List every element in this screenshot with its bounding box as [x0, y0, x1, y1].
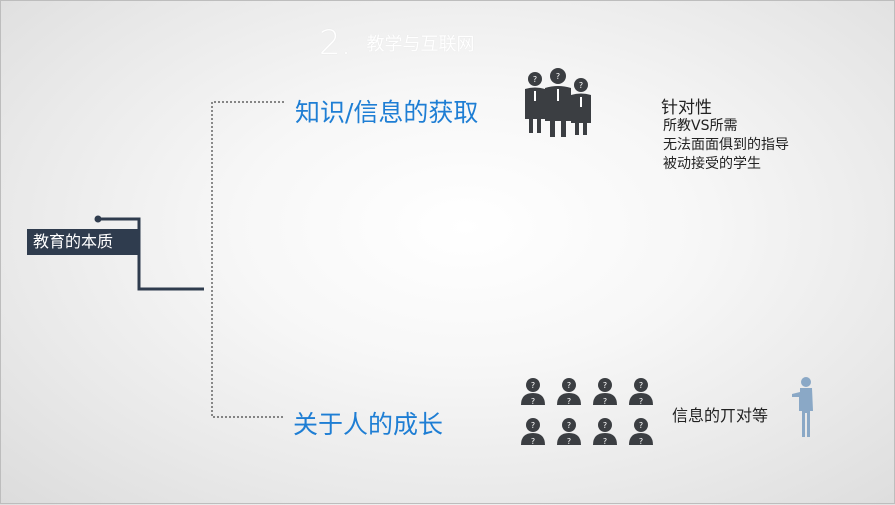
slide-title: 2. 教学与互联网	[319, 23, 475, 63]
root-bracket-line	[98, 217, 204, 291]
detail-line: 无法面面俱到的指导	[663, 137, 789, 153]
presenter-figure-icon	[792, 377, 813, 437]
detail-line: 被动接受的学生	[663, 156, 761, 172]
detail-title: 针对性	[661, 98, 712, 118]
branch-heading-knowledge: 知识/信息的获取	[295, 98, 479, 127]
detail-text-growth: 信息的丌对等	[672, 406, 769, 425]
root-label: 教育的本质	[27, 229, 139, 255]
detail-lines: 所教VS所需 无法面面俱到的指导 被动接受的学生	[663, 117, 789, 174]
detail-line: 所教VS所需	[663, 118, 738, 134]
svg-text:?: ?	[579, 81, 583, 90]
svg-text:?: ?	[533, 75, 537, 84]
slide-title-text: 教学与互联网	[366, 34, 475, 55]
slide-title-number: 2.	[319, 23, 352, 63]
business-people-question-icon: ? ? ?	[525, 68, 591, 137]
branch-heading-growth: 关于人的成长	[293, 410, 444, 439]
person-question-grid-icon: ? ?	[521, 378, 653, 446]
branch-dashed-line	[211, 101, 284, 418]
svg-text:?: ?	[556, 72, 560, 81]
